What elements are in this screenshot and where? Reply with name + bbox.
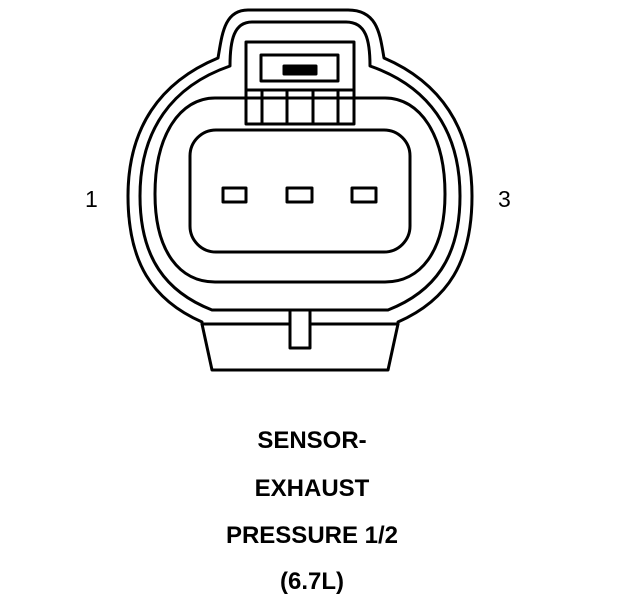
polarizing-key xyxy=(288,308,312,350)
caption-line-sensor: SENSOR- xyxy=(257,427,367,454)
connector-face-diagram: 1 3 xyxy=(85,8,511,372)
caption-line-engine: (6.7L) xyxy=(279,568,344,595)
caption-line-exhaust: EXHAUST xyxy=(254,475,370,502)
locking-latch xyxy=(244,40,356,126)
connector-housing-outer xyxy=(126,8,474,326)
terminal-pin-2 xyxy=(285,186,314,204)
pin-label-right: 3 xyxy=(498,186,511,212)
pin-label-left: 1 xyxy=(85,186,98,212)
terminal-cavity xyxy=(188,128,412,254)
connector-bottom-skirt xyxy=(200,323,400,372)
terminal-pin-3 xyxy=(350,186,378,204)
latch-slot xyxy=(282,64,318,76)
connector-inner-shroud xyxy=(153,96,447,284)
latch-top-block xyxy=(259,53,340,83)
terminal-pin-1 xyxy=(221,186,248,204)
connector-housing-middle xyxy=(138,20,462,312)
caption-line-pressure: PRESSURE 1/2 xyxy=(225,522,399,549)
